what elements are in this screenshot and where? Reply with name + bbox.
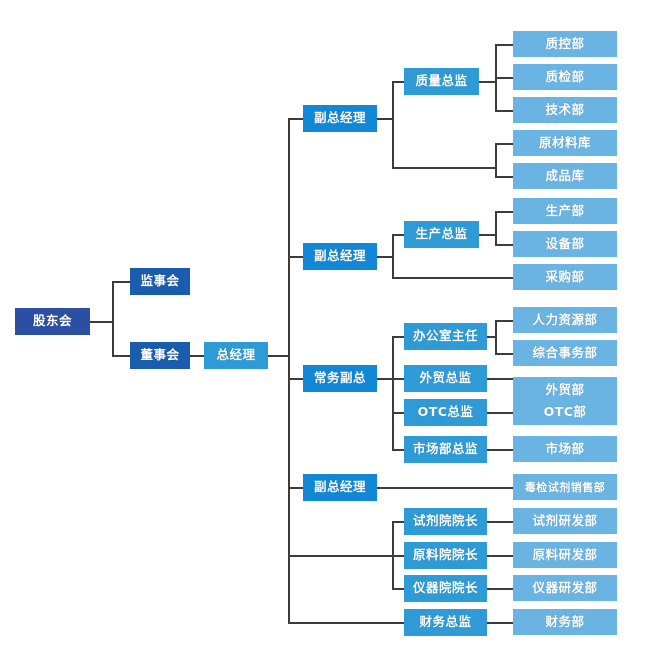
connector-spine-to-exec-vp [288, 378, 304, 380]
connector-to-dept-finished-warehouse [495, 176, 513, 178]
node-dir-quality[interactable]: 质量总监 [404, 68, 479, 95]
connector-to-dept-raw-warehouse [495, 143, 513, 145]
connector-to-dir-foreign-trade [392, 378, 404, 380]
connector-dean-material-to-dept [487, 555, 513, 557]
node-dir-otc[interactable]: OTC总监 [404, 399, 487, 426]
connector-shareholders-stub [90, 321, 113, 323]
connector-to-dean-material [392, 555, 404, 557]
connector-to-dept-purchasing [392, 277, 513, 279]
connector-to-dir-otc [392, 412, 404, 414]
node-dept-production[interactable]: 生产部 [513, 198, 617, 224]
connector-to-dept-tech [495, 110, 513, 112]
node-dean-material[interactable]: 原料院院长 [404, 542, 487, 569]
connector-warehouse-split [495, 143, 497, 176]
node-dept-instrument-rd[interactable]: 仪器研发部 [513, 575, 617, 601]
connector-board-to-gm [190, 355, 204, 357]
node-dept-qa[interactable]: 质检部 [513, 64, 617, 90]
connector-dir-market-to-dept [487, 449, 513, 451]
connector-dir-otc-to-dept [487, 412, 513, 414]
connector-to-dept-qc [495, 44, 513, 46]
node-dept-finished-warehouse[interactable]: 成品库 [513, 163, 617, 189]
node-dept-finance[interactable]: 财务部 [513, 609, 617, 635]
connector-shareholders-split [112, 281, 114, 356]
connector-spine-to-vp-quality [288, 118, 304, 120]
connector-dir-quality-out [479, 81, 496, 83]
connector-spine-to-deans [288, 555, 393, 557]
connector-vp-quality-split [392, 81, 394, 168]
node-dir-finance[interactable]: 财务总监 [404, 609, 487, 636]
connector-dean-reagent-to-dept [487, 521, 513, 523]
node-dept-reagent-rd[interactable]: 试剂研发部 [513, 508, 617, 534]
connector-vp-sales-to-dept [377, 487, 513, 489]
connector-to-dir-quality [392, 81, 404, 83]
connector-to-dept-qa [495, 77, 513, 79]
connector-to-board [112, 355, 130, 357]
node-dept-hr[interactable]: 人力资源部 [513, 307, 617, 333]
connector-vp-production-out [377, 256, 393, 258]
node-vp-production[interactable]: 副总经理 [303, 243, 377, 270]
connector-to-dean-reagent [392, 521, 404, 523]
node-dept-otc[interactable]: OTC部 [513, 399, 617, 425]
connector-main-spine [288, 118, 290, 623]
connector-vp-quality-out [377, 118, 393, 120]
node-dept-general-affairs[interactable]: 综合事务部 [513, 340, 617, 366]
node-dept-tech[interactable]: 技术部 [513, 97, 617, 123]
connector-to-dean-instrument [392, 588, 404, 590]
node-dept-qc[interactable]: 质控部 [513, 31, 617, 57]
connector-to-dept-equipment [495, 244, 513, 246]
node-dean-reagent[interactable]: 试剂院院长 [404, 508, 487, 535]
connector-vp-production-split [392, 234, 394, 278]
node-vp-quality[interactable]: 副总经理 [303, 105, 377, 132]
node-dir-foreign-trade[interactable]: 外贸总监 [404, 365, 487, 392]
node-dept-equipment[interactable]: 设备部 [513, 231, 617, 257]
node-dept-drug-test-sales[interactable]: 毒检试剂销售部 [513, 474, 617, 500]
node-dir-market[interactable]: 市场部总监 [404, 436, 487, 463]
connector-to-dir-office [392, 336, 404, 338]
connector-spine-to-vp-production [288, 256, 304, 258]
connector-dir-foreign-trade-to-dept [487, 378, 513, 380]
node-shareholders[interactable]: 股东会 [15, 308, 90, 335]
connector-gm-to-spine [268, 355, 289, 357]
connector-to-supervisors [112, 281, 130, 283]
connector-dir-production-out [479, 234, 496, 236]
connector-dir-office-out [487, 336, 496, 338]
node-vp-sales[interactable]: 副总经理 [303, 474, 377, 501]
node-general-manager[interactable]: 总经理 [204, 342, 268, 369]
connector-spine-to-vp-sales [288, 487, 304, 489]
connector-to-warehouses [392, 167, 496, 169]
connector-to-dir-production [392, 234, 404, 236]
node-dept-raw-warehouse[interactable]: 原材料库 [513, 130, 617, 156]
connector-to-dir-market [392, 449, 404, 451]
connector-to-dept-general-affairs [495, 353, 513, 355]
connector-spine-to-finance [288, 622, 404, 624]
connector-deans-split [392, 521, 394, 588]
connector-dir-production-split [495, 211, 497, 244]
node-dean-instrument[interactable]: 仪器院院长 [404, 575, 487, 602]
connector-exec-vp-split [392, 336, 394, 450]
node-dept-purchasing[interactable]: 采购部 [513, 264, 617, 290]
connector-dir-finance-to-dept [487, 622, 513, 624]
node-dept-material-rd[interactable]: 原料研发部 [513, 542, 617, 568]
node-exec-vp[interactable]: 常务副总 [303, 365, 377, 392]
connector-dean-instrument-to-dept [487, 588, 513, 590]
node-supervisors[interactable]: 监事会 [130, 268, 190, 295]
node-dept-foreign-trade[interactable]: 外贸部 [513, 377, 617, 403]
connector-to-dept-production [495, 211, 513, 213]
connector-exec-vp-out [377, 378, 393, 380]
node-dir-office[interactable]: 办公室主任 [404, 323, 487, 350]
node-board-of-directors[interactable]: 董事会 [130, 342, 190, 369]
connector-to-dept-hr [495, 320, 513, 322]
connector-dir-office-split [495, 320, 497, 353]
node-dir-production[interactable]: 生产总监 [404, 221, 479, 248]
node-dept-market[interactable]: 市场部 [513, 436, 617, 462]
